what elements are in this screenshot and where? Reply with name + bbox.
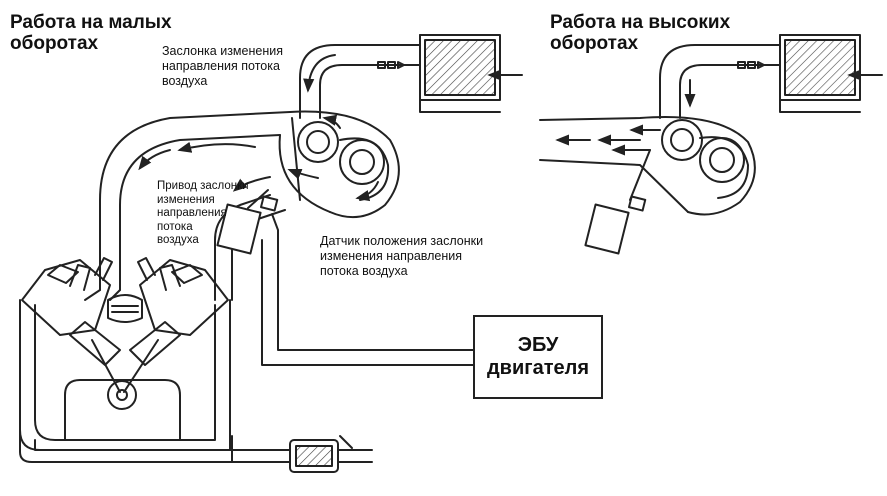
flow-arrows-high bbox=[555, 69, 883, 156]
flow-arrows-low bbox=[138, 54, 523, 202]
intake-manifold-high bbox=[539, 34, 861, 255]
low-rpm-heading: Работа на малых оборотах bbox=[10, 12, 172, 54]
callout-line: Заслонка изменения bbox=[162, 44, 283, 58]
ecu-label-line: двигателя bbox=[486, 357, 590, 379]
callout-line: воздуха bbox=[157, 234, 199, 246]
high-rpm-heading-line: оборотах bbox=[550, 33, 639, 54]
valve-actuator-low bbox=[216, 189, 279, 255]
air-filter-low bbox=[377, 34, 501, 113]
callout-line: направления bbox=[157, 207, 227, 219]
callout-line: воздуха bbox=[162, 74, 208, 88]
intake-manifold-low bbox=[84, 44, 421, 301]
callout-line: изменения bbox=[157, 193, 215, 206]
callout-line: Датчик положения заслонки bbox=[320, 234, 484, 248]
ecu-box: ЭБУ двигателя bbox=[473, 315, 603, 399]
callout-line: изменения направления bbox=[320, 249, 463, 263]
exhaust-system bbox=[19, 429, 373, 473]
sensor-callout: Датчик положения заслонки изменения напр… bbox=[320, 234, 483, 279]
high-rpm-heading-line: Работа на высоких bbox=[550, 12, 731, 33]
ecu-label-line: ЭБУ bbox=[517, 334, 559, 356]
actuator-callout: Привод заслонки изменения направления по… bbox=[157, 180, 249, 248]
low-rpm-heading-line: Работа на малых bbox=[10, 12, 172, 33]
low-rpm-heading-line: оборотах bbox=[10, 33, 99, 54]
high-rpm-heading: Работа на высоких оборотах bbox=[550, 12, 730, 54]
valve-callout: Заслонка изменения направления потока во… bbox=[162, 44, 283, 89]
callout-line: потока bbox=[157, 220, 193, 233]
engine-block bbox=[19, 257, 231, 451]
ecu-wiring bbox=[261, 213, 474, 366]
callout-line: потока воздуха bbox=[320, 264, 408, 278]
callout-line: направления потока bbox=[162, 59, 280, 73]
callout-line: Привод заслонки bbox=[157, 180, 249, 192]
